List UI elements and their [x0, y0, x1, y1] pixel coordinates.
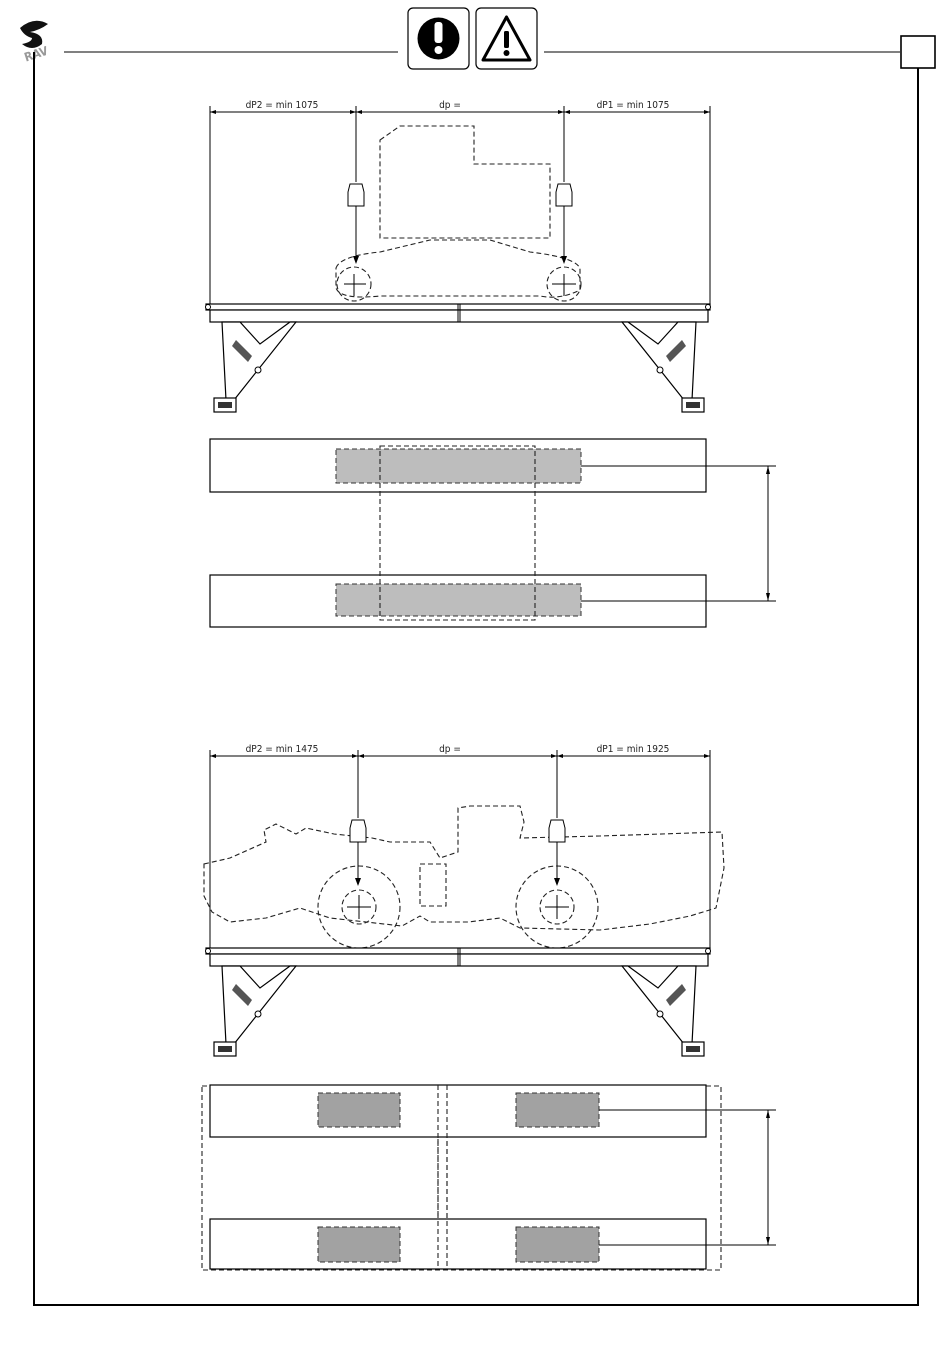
top-dimension-line: [210, 106, 710, 304]
warning-triangle-icon: [476, 8, 537, 69]
bottom-dim-right-label: dP1 = min 1925: [597, 744, 670, 755]
page-number-box: [901, 36, 935, 68]
top-dim-center-label: dp =: [439, 100, 461, 111]
bottom-lift-legs: [214, 966, 704, 1056]
bottom-lift-platform: [206, 948, 711, 966]
top-lift-platform: [206, 304, 711, 322]
top-dim-left-label: dP2 = min 1075: [246, 100, 319, 111]
bottom-weight-markers: [350, 756, 565, 886]
bottom-dimension-line: [210, 750, 710, 948]
brand-logo-icon: RAV: [20, 21, 50, 65]
top-plan-view: [210, 439, 776, 627]
bottom-dim-left-label: dP2 = min 1475: [246, 744, 319, 755]
top-dim-right-label: dP1 = min 1075: [597, 100, 670, 111]
top-weight-markers: [348, 112, 572, 264]
bottom-plan-view: [202, 1085, 776, 1270]
bottom-vehicle-outline: [204, 806, 724, 948]
top-lift-legs: [214, 322, 704, 412]
top-vehicle-outline: [336, 126, 581, 301]
bottom-dim-center-label: dp =: [439, 744, 461, 755]
exclamation-circle-icon: [408, 8, 469, 69]
